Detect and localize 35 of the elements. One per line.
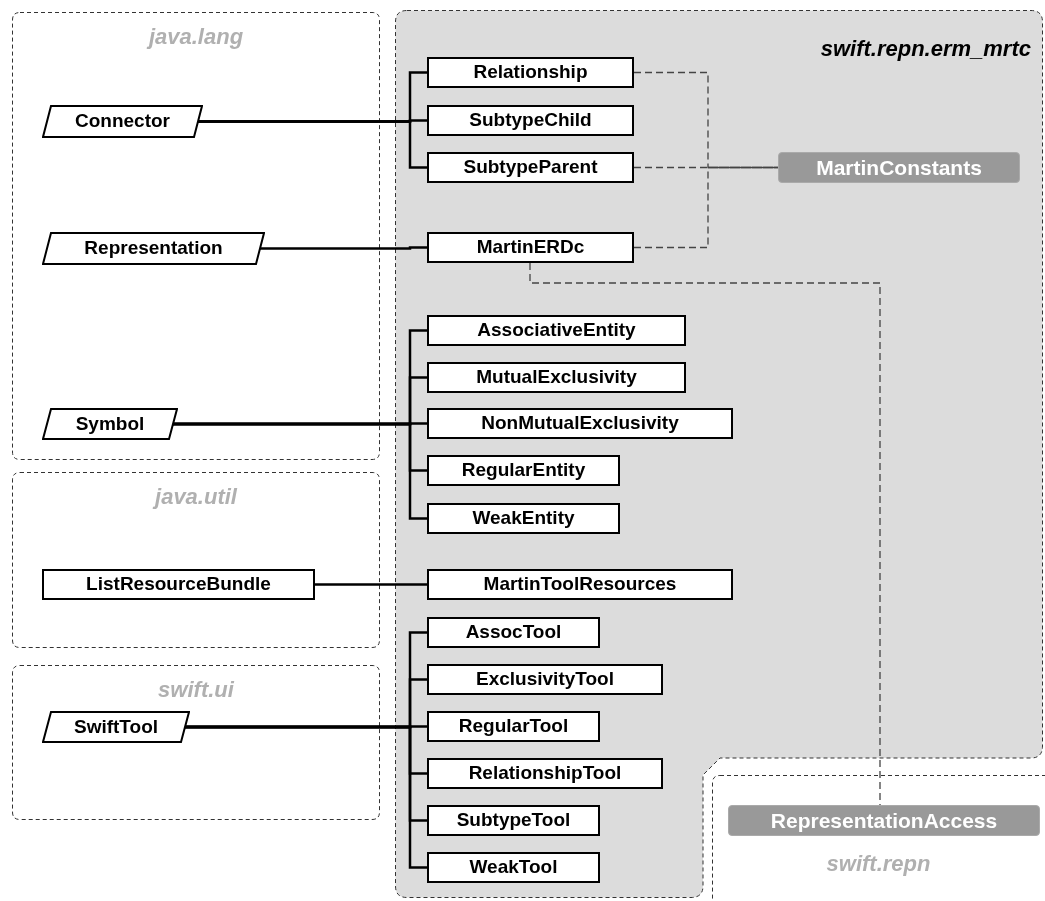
class-box: SubtypeTool	[427, 805, 600, 836]
inheritance-line	[173, 422, 427, 520]
external-class-box: MartinConstants	[778, 152, 1020, 183]
interface-box: Representation	[42, 232, 265, 265]
class-box: WeakTool	[427, 852, 600, 883]
class-box: RegularEntity	[427, 455, 620, 486]
class-box: SubtypeParent	[427, 152, 634, 183]
package-title: swift.ui	[157, 679, 235, 701]
class-box: MartinToolResources	[427, 569, 733, 600]
inheritance-line	[185, 725, 427, 869]
package-title: java.lang	[145, 26, 245, 48]
class-box: WeakEntity	[427, 503, 620, 534]
package-title: java.util	[12, 486, 380, 508]
class-box: ExclusivityTool	[427, 664, 663, 695]
inheritance-line	[198, 120, 427, 169]
interface-box: Symbol	[42, 408, 178, 440]
class-box: RegularTool	[427, 711, 600, 742]
class-box: MartinERDc	[427, 232, 634, 263]
inheritance-line	[315, 583, 427, 586]
class-box: AssociativeEntity	[427, 315, 686, 346]
class-box: AssocTool	[427, 617, 600, 648]
class-box: SubtypeChild	[427, 105, 634, 136]
dependency-line	[529, 262, 881, 806]
package-title: swift.repn	[825, 853, 932, 875]
class-box: NonMutualExclusivity	[427, 408, 733, 439]
class-box: Relationship	[427, 57, 634, 88]
external-class-box: RepresentationAccess	[728, 805, 1040, 836]
interface-box: Connector	[42, 105, 203, 138]
interface-box: SwiftTool	[42, 711, 190, 743]
class-box: ListResourceBundle	[42, 569, 315, 600]
class-box: MutualExclusivity	[427, 362, 686, 393]
class-box: RelationshipTool	[427, 758, 663, 789]
inheritance-line	[260, 246, 427, 250]
dependency-line	[633, 166, 779, 249]
package-title: swift.repn.erm_mrtc	[820, 38, 1031, 60]
